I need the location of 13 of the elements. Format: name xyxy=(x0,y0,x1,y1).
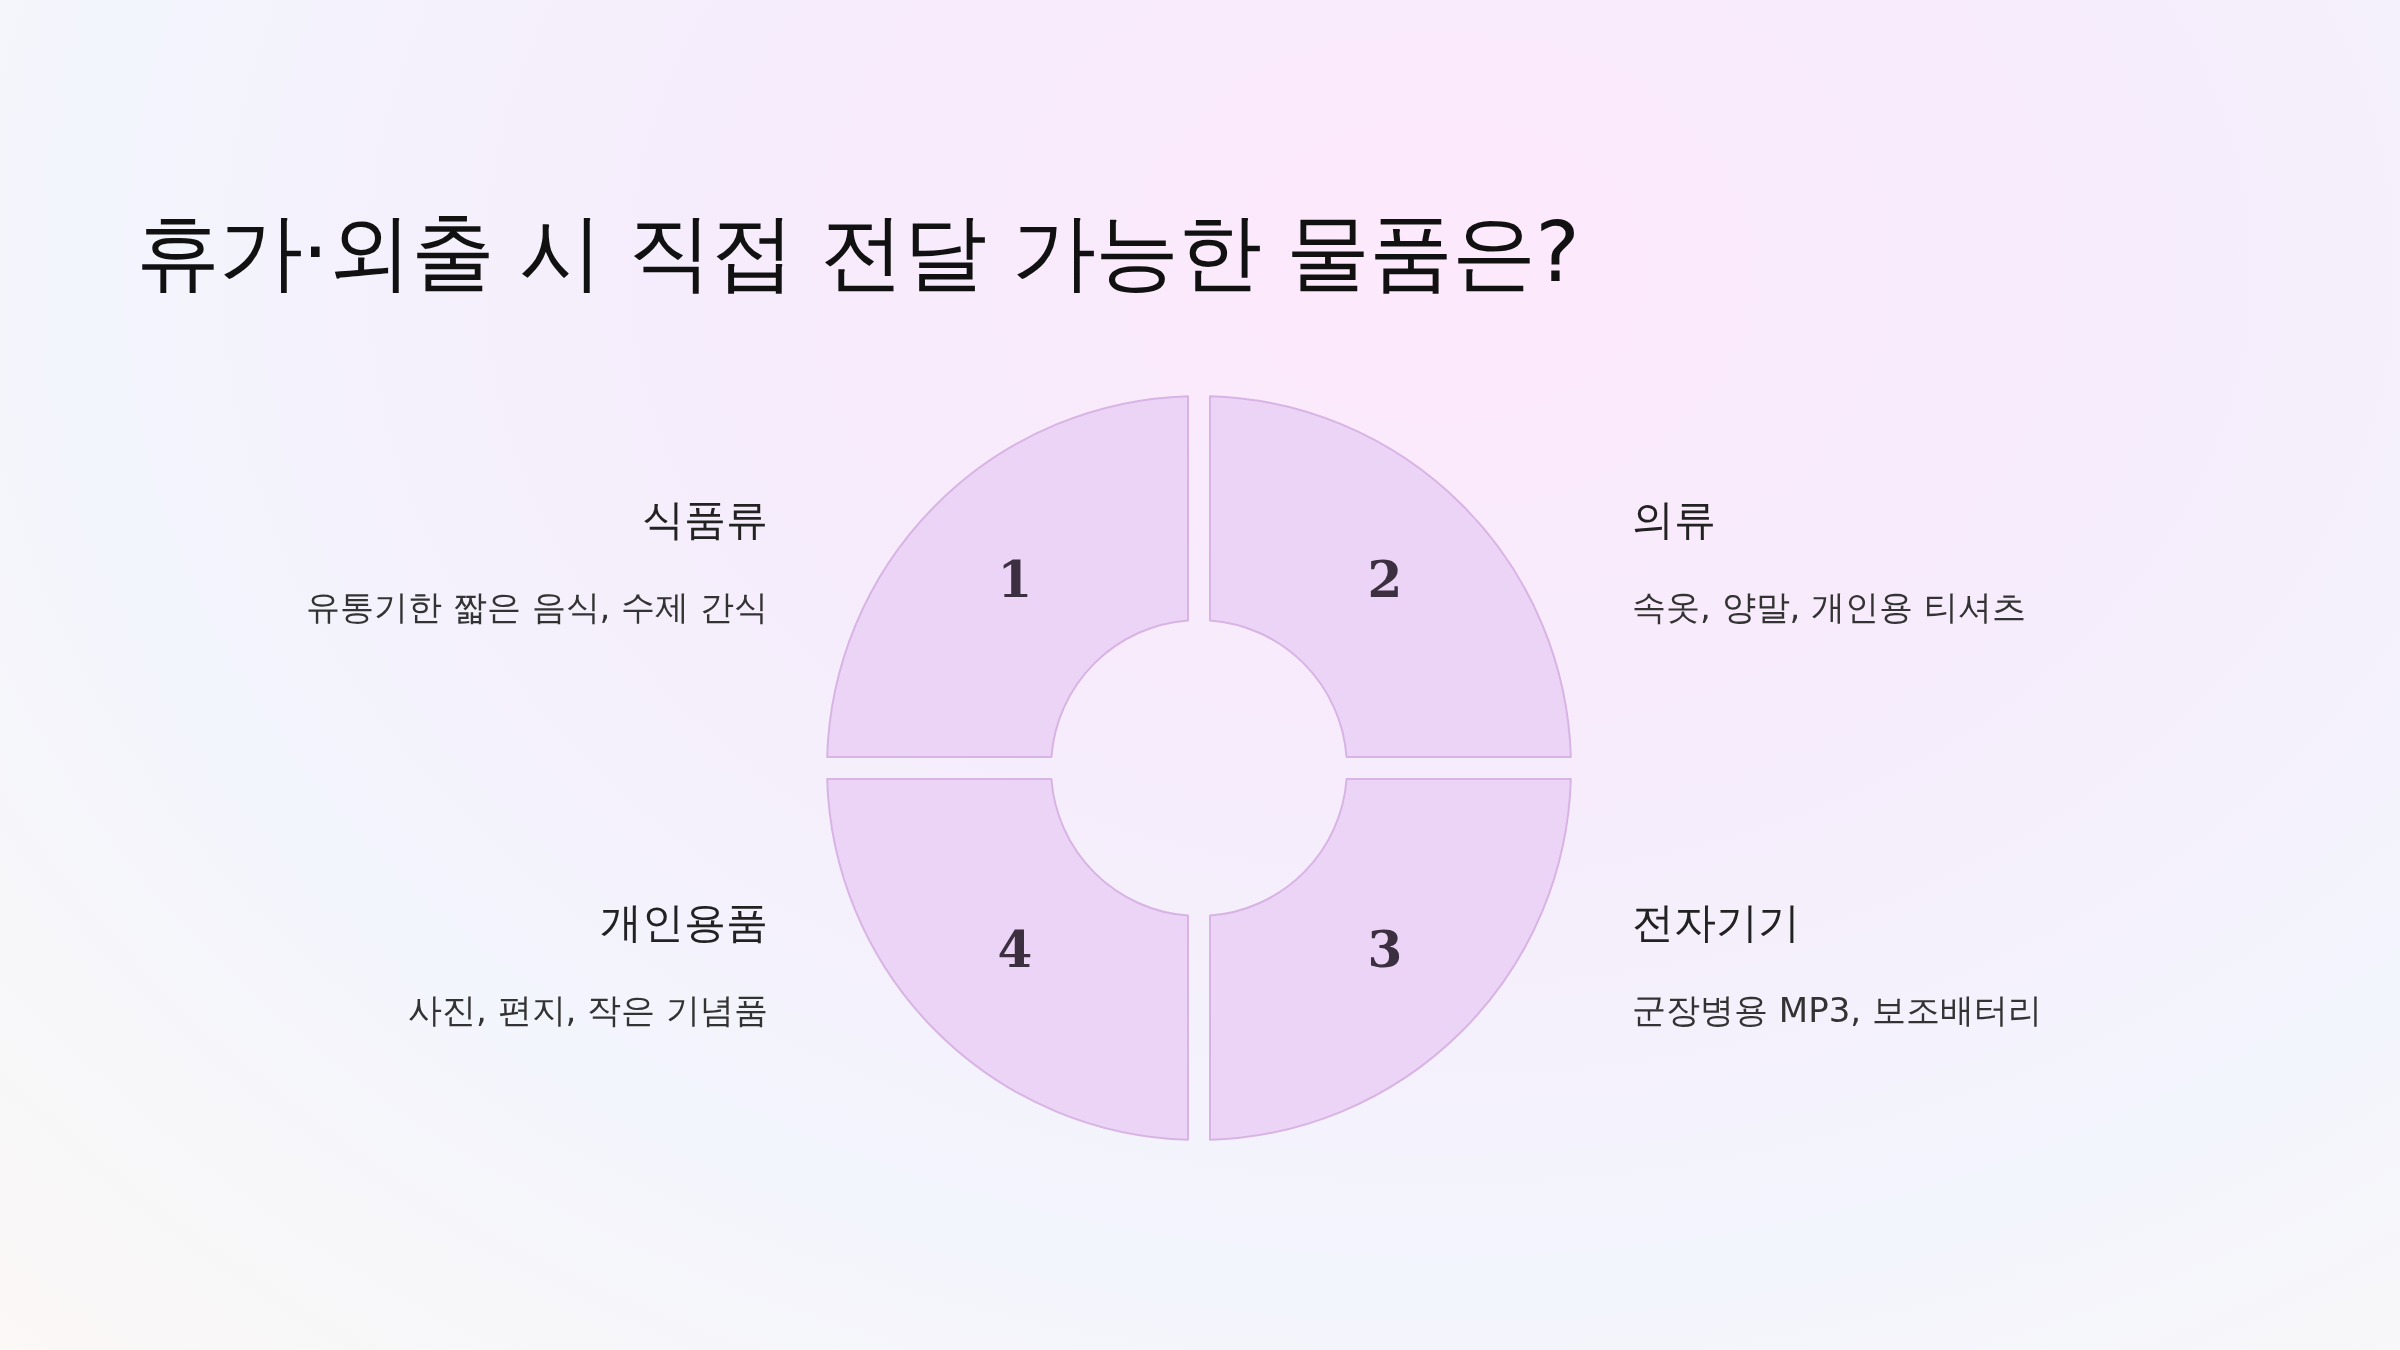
segment-number: 1 xyxy=(997,549,1033,609)
category-heading: 식품류 xyxy=(642,494,768,546)
category-description: 유통기한 짧은 음식, 수제 간식 xyxy=(305,586,768,629)
category-description: 속옷, 양말, 개인용 티셔츠 xyxy=(1632,586,2027,629)
segment-number: 2 xyxy=(1367,549,1403,609)
category-heading: 의류 xyxy=(1632,494,1716,546)
category-heading: 개인용품 xyxy=(600,897,768,949)
segment-number: 3 xyxy=(1367,919,1403,979)
category-description: 군장병용 MP3, 보조배터리 xyxy=(1632,989,2042,1032)
category-description: 사진, 편지, 작은 기념품 xyxy=(407,989,768,1032)
category-heading: 전자기기 xyxy=(1632,897,1800,949)
segment-number: 4 xyxy=(997,919,1033,979)
title: 휴가·외출 시 직접 전달 가능한 물품은? xyxy=(136,202,1579,303)
